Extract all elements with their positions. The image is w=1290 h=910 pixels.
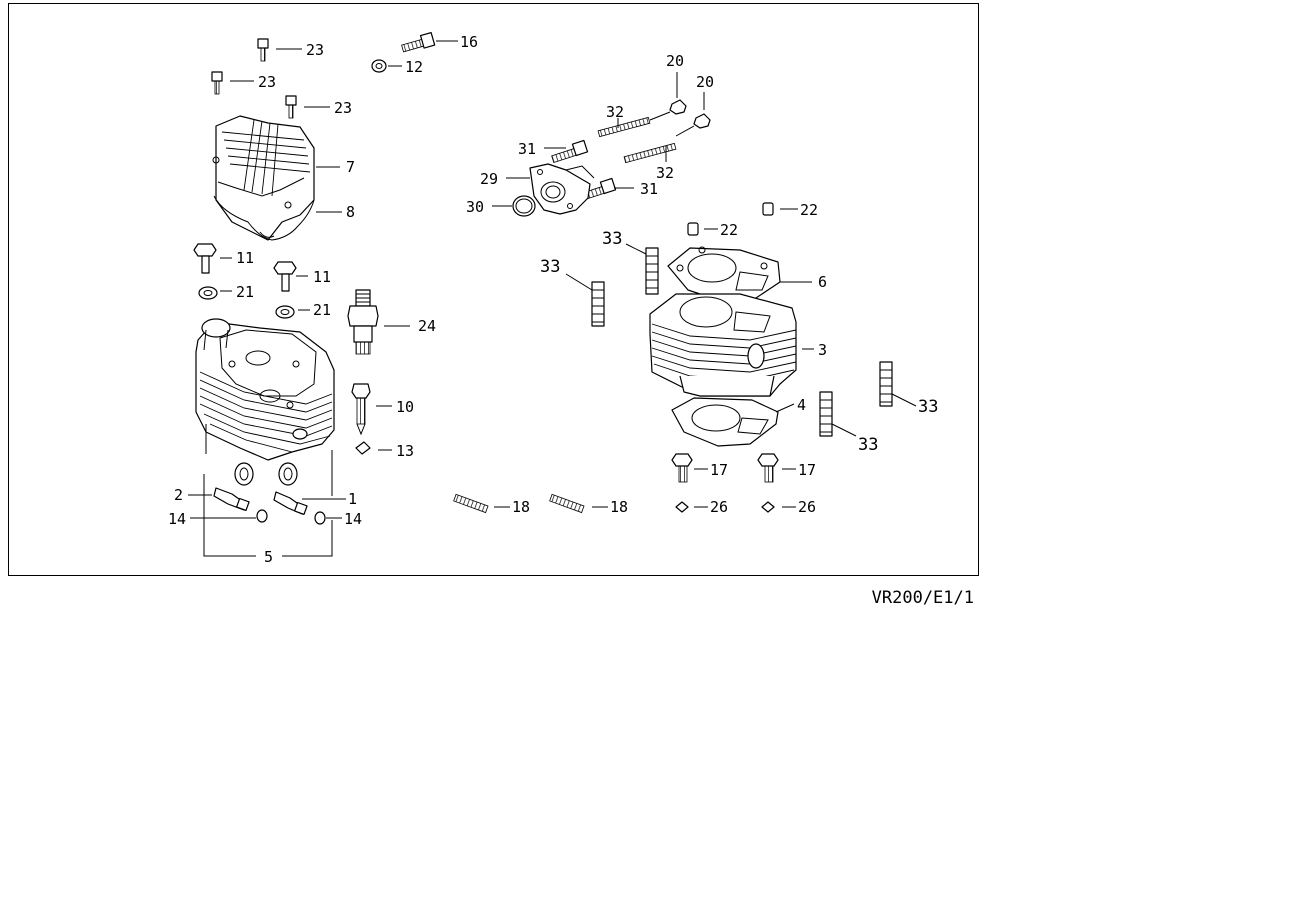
callout-6: 6 [818,273,827,291]
callout-18: 18 [512,498,530,516]
washer-21-right [275,305,310,319]
callout-23: 23 [334,99,352,117]
bracket-5 [203,474,333,557]
washer-21-left [198,286,232,300]
callout-5: 5 [264,548,273,566]
base-gasket [671,397,795,447]
valve-guide-left [188,462,254,512]
washer-26-left [675,501,708,513]
buffer-33-d [819,391,857,437]
o-ring-14-left [190,509,268,523]
bolt-16 [401,31,458,53]
bolt-23-right [285,95,330,119]
callout-3: 3 [818,341,827,359]
callout-22: 22 [720,221,738,239]
bolt-23-top [257,38,302,62]
callout-31: 31 [518,140,536,158]
reference-code: VR200/E1/1 [872,588,974,608]
o-ring-14-right [314,511,342,525]
bolt-11-left [193,243,232,274]
spark-plug [347,289,410,355]
stud-18-left [453,493,510,514]
callout-33: 33 [602,229,622,249]
cylinder-head [195,318,335,496]
nut-20-right [675,92,711,137]
callout-32: 32 [606,103,624,121]
callout-26: 26 [798,498,816,516]
callout-14: 14 [168,510,186,528]
callout-20: 20 [696,73,714,91]
callout-21: 21 [313,301,331,319]
o-ring-30 [492,195,536,217]
washer-12 [371,59,402,73]
bolt-11-right [273,261,308,292]
callout-14: 14 [344,510,362,528]
callout-29: 29 [480,170,498,188]
callout-11: 11 [236,249,254,267]
callout-22: 22 [800,201,818,219]
bolt-17-left [671,453,708,483]
dowel-22-right [762,202,798,216]
washer-26-right [761,501,796,513]
callout-17: 17 [798,461,816,479]
callout-33: 33 [918,397,938,417]
callout-20: 20 [666,52,684,70]
callout-13: 13 [396,442,414,460]
callout-33: 33 [858,435,878,455]
callout-33: 33 [540,257,560,277]
callout-17: 17 [710,461,728,479]
callout-16: 16 [460,33,478,51]
cylinder-block [649,293,814,397]
callout-4: 4 [797,396,806,414]
callout-31: 31 [640,180,658,198]
callout-7: 7 [346,158,355,176]
bolt-31-upper [544,139,589,164]
buffer-33-b [625,243,659,295]
callout-23: 23 [258,73,276,91]
callout-12: 12 [405,58,423,76]
callout-26: 26 [710,498,728,516]
callout-32: 32 [656,164,674,182]
bolt-31-lower [579,177,634,202]
callout-23: 23 [306,41,324,59]
callout-1: 1 [348,490,357,508]
nut-20-left [649,72,687,121]
intake-manifold [506,163,595,215]
callout-11: 11 [313,268,331,286]
washer-13 [355,441,392,455]
callout-8: 8 [346,203,355,221]
callout-10: 10 [396,398,414,416]
buffer-33-a [565,273,605,327]
callout-24: 24 [418,317,436,335]
callout-2: 2 [174,486,183,504]
stud-18-right [549,493,608,514]
dowel-22-left [687,222,718,236]
stud-32-upper [597,116,651,138]
head-cover-gasket [213,195,342,241]
cylinder-head-cover [212,115,340,241]
callout-21: 21 [236,283,254,301]
callout-30: 30 [466,198,484,216]
bolt-23-left [211,71,254,95]
head-gasket [667,246,812,301]
diagram-frame [8,3,979,576]
callout-18: 18 [610,498,628,516]
valve-guide-right [273,462,346,516]
bolt-17-right [757,453,796,483]
stud-10 [351,383,392,436]
buffer-33-c [879,361,917,407]
stud-32-lower [623,142,677,164]
